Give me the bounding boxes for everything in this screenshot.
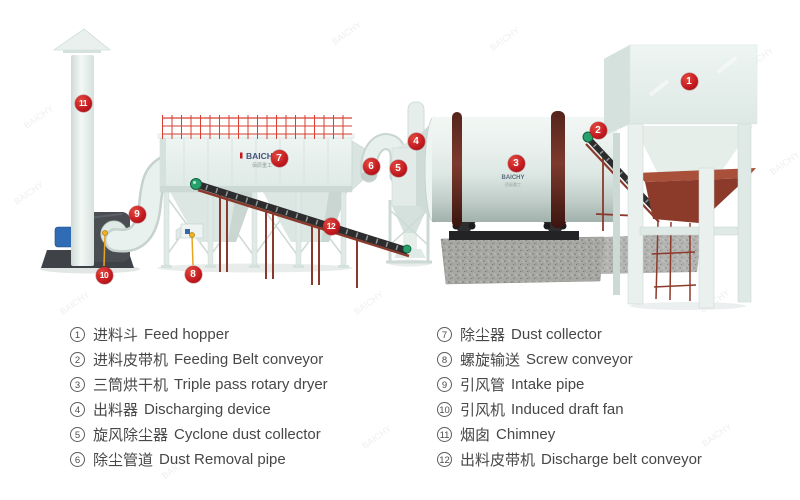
chimney-cone-cap — [53, 28, 111, 51]
feed-hopper-legs — [613, 123, 752, 309]
legend-item-2: 2 进料皮带机 Feeding Belt conveyor — [70, 347, 328, 372]
legend-item-10: 10 引风机 Induced draft fan — [437, 397, 702, 422]
legend-zh-label: 旋风除尘器 — [93, 427, 169, 444]
dryer-brand-logo: BAICHY 佰辰重工 — [501, 175, 524, 187]
legend-item-6: 6 除尘管道 Dust Removal pipe — [70, 447, 328, 472]
marker-3: 3 — [507, 154, 525, 172]
conveyor-head-pulley — [190, 178, 202, 190]
brand-logo: BAICHY 佰辰重工 — [240, 151, 279, 169]
rotary-dryer: BAICHY 佰辰重工 — [421, 111, 617, 240]
legend-en-label: Induced draft fan — [511, 401, 624, 418]
legend-number: 1 — [70, 327, 85, 342]
legend-zh-label: 螺旋输送 — [460, 352, 521, 369]
legend-item-3: 3 三筒烘干机 Triple pass rotary dryer — [70, 372, 328, 397]
legend-en-label: Discharge belt conveyor — [541, 451, 702, 468]
dust-collector: BAICHY 佰辰重工 — [157, 115, 355, 268]
marker-8: 8 — [184, 265, 202, 283]
feed-hopper-side — [604, 45, 630, 136]
marker-4: 4 — [407, 132, 425, 150]
legend-zh-label: 出料皮带机 — [460, 452, 536, 469]
conveyor-legs — [219, 194, 358, 288]
funnel-legs — [651, 220, 697, 301]
legend-en-label: Feeding Belt conveyor — [174, 351, 324, 368]
legend-number: 4 — [70, 402, 85, 417]
legend-item-5: 5 旋风除尘器 Cyclone dust collector — [70, 422, 328, 447]
marker-10: 10 — [95, 266, 113, 284]
pointer-lines — [102, 230, 195, 267]
legend-en-label: Discharging device — [144, 401, 271, 418]
dryer-riding-ring — [551, 111, 565, 228]
legend-item-12: 12 出料皮带机 Discharge belt conveyor — [437, 447, 702, 472]
discharge-belt-conveyor — [190, 178, 412, 288]
legend-en-label: Intake pipe — [511, 376, 585, 393]
legend-zh-label: 除尘器 — [460, 327, 506, 344]
brand-logo-text: BAICHY — [246, 151, 279, 161]
legend-zh-label: 除尘管道 — [93, 452, 154, 469]
svg-text:BAICHY: BAICHY — [501, 175, 524, 181]
legend-zh-label: 出料器 — [93, 402, 139, 419]
marker-1: 1 — [680, 72, 698, 90]
legend-number: 11 — [437, 427, 452, 442]
legend-item-9: 9 引风管 Intake pipe — [437, 372, 702, 397]
legend-en-label: Chimney — [496, 426, 556, 443]
legend-column-right: 7 除尘器 Dust collector 8 螺旋输送 Screw conveyor 9 引风… — [437, 322, 702, 472]
legend-number: 5 — [70, 427, 85, 442]
legend-item-4: 4 出料器 Discharging device — [70, 397, 328, 422]
legend-zh-label: 进料斗 — [93, 327, 139, 344]
dryer-riding-ring — [452, 112, 462, 227]
legend-zh-label: 烟囱 — [460, 427, 491, 444]
marker-12: 12 — [322, 217, 340, 235]
feed-hopper — [603, 44, 758, 309]
legend-en-label: Triple pass rotary dryer — [174, 376, 328, 393]
legend-item-1: 1 进料斗 Feed hopper — [70, 322, 328, 347]
marker-7: 7 — [270, 149, 288, 167]
safety-railing — [162, 115, 352, 139]
marker-9: 9 — [128, 205, 146, 223]
legend-number: 10 — [437, 402, 452, 417]
conveyor-tail-pulley — [402, 244, 412, 254]
brand-logo-subtext: 佰辰重工 — [252, 162, 272, 169]
intake-pipe — [104, 154, 180, 253]
concrete-foundation — [440, 233, 702, 285]
legend-item-8: 8 螺旋输送 Screw conveyor — [437, 347, 702, 372]
legend-number: 8 — [437, 352, 452, 367]
legend-number: 9 — [437, 377, 452, 392]
legend-en-label: Feed hopper — [144, 326, 230, 343]
feeding-belt-conveyor — [582, 131, 664, 233]
legend-column-left: 1 进料斗 Feed hopper 2 进料皮带机 Feeding Belt convey… — [70, 322, 328, 472]
legend-zh-label: 进料皮带机 — [93, 352, 169, 369]
legend-item-11: 11 烟囱 Chimney — [437, 422, 702, 447]
legend-item-7: 7 除尘器 Dust collector — [437, 322, 702, 347]
legend-number: 12 — [437, 452, 452, 467]
legend-zh-label: 三筒烘干机 — [93, 377, 169, 394]
legend-zh-label: 引风管 — [460, 377, 506, 394]
machinery-illustration: BAICHY 佰辰重工 — [40, 28, 758, 310]
legend-en-label: Dust Removal pipe — [159, 451, 286, 468]
watermark: BAICHY — [700, 421, 734, 449]
legend-number: 2 — [70, 352, 85, 367]
legend-en-label: Screw conveyor — [526, 351, 633, 368]
screw-conveyor — [175, 223, 204, 241]
marker-11: 11 — [74, 94, 92, 112]
watermark: BAICHY — [360, 423, 394, 451]
chimney-pipe — [71, 55, 94, 266]
legend-number: 7 — [437, 327, 452, 342]
legend-number: 3 — [70, 377, 85, 392]
marker-6: 6 — [362, 157, 380, 175]
legend-number: 6 — [70, 452, 85, 467]
marker-2: 2 — [589, 121, 607, 139]
production-line-diagram: BAICHY 佰辰重工 — [40, 28, 758, 310]
svg-text:佰辰重工: 佰辰重工 — [505, 181, 521, 187]
red-receiving-funnel — [636, 168, 756, 301]
marker-5: 5 — [389, 159, 407, 177]
legend-en-label: Cyclone dust collector — [174, 426, 321, 443]
legend-en-label: Dust collector — [511, 326, 602, 343]
legend-zh-label: 引风机 — [460, 402, 506, 419]
